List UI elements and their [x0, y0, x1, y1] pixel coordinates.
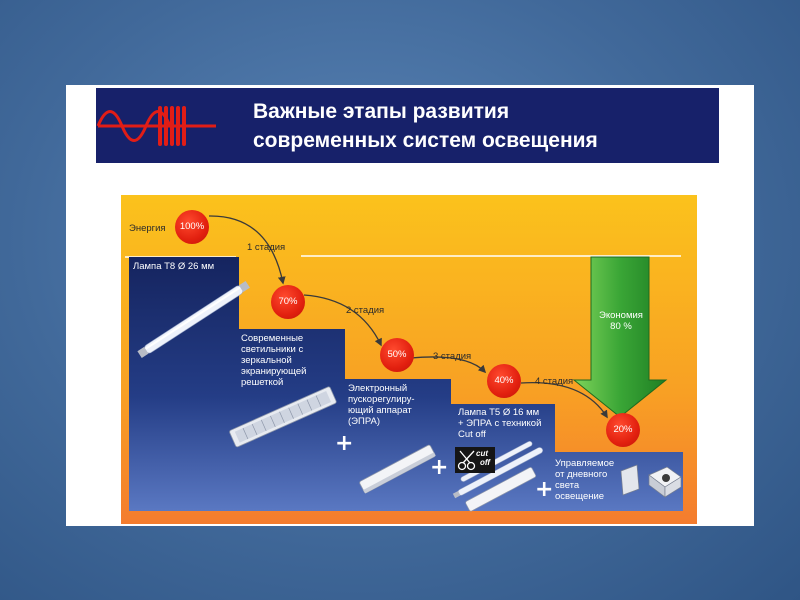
- savings-label-line-2: 80 %: [610, 321, 632, 332]
- plus-sign-3: +: [535, 477, 554, 502]
- stage-circle-20: 20%: [606, 413, 640, 447]
- lighting-stages-diagram: Энергия 100% 1 стадия 70% 2 стадия 50% 3…: [121, 195, 697, 524]
- savings-arrow: [572, 256, 668, 418]
- mirror-luminaire-image: [229, 386, 337, 448]
- stage-3-label: 3 стадия: [433, 351, 472, 362]
- daylight-line-4: освещение: [555, 491, 605, 502]
- fluorescent-tube-t8: [137, 280, 250, 358]
- luminaire-line-5: решеткой: [241, 377, 284, 388]
- stage-circle-100: 100%: [175, 210, 209, 244]
- stage-1-label: 1 стадия: [247, 242, 286, 253]
- title-line-2: современных систем освещения: [253, 129, 598, 152]
- lamp-t5-line-2: + ЭПРА с техникой: [458, 418, 542, 429]
- ballast-label: Электронный пускорегулиру- ющий аппарат …: [348, 383, 415, 427]
- lamp-t5-label: Лампа Т5 Ø 16 мм + ЭПРА с техникой Cut o…: [458, 407, 541, 440]
- ballast-line-1: Электронный: [348, 383, 408, 394]
- luminaire-line-3: зеркальной: [241, 355, 292, 366]
- flow-arrow-2: [303, 294, 382, 347]
- cutoff-badge-line-2: off: [480, 458, 491, 467]
- savings-label: Экономия 80 %: [595, 310, 647, 332]
- light-sensor-image: [620, 464, 682, 498]
- stage-circle-70: 70%: [271, 285, 305, 319]
- ballast-line-2: пускорегулиру-: [348, 394, 415, 405]
- luminaire-line-4: экранирующей: [241, 366, 307, 377]
- ballast-line-4: (ЭПРА): [348, 416, 381, 427]
- luminaire-line-1: Современные: [241, 333, 304, 344]
- stage-circle-40: 40%: [487, 364, 521, 398]
- daylight-line-2: от дневного: [555, 469, 608, 480]
- plus-sign-1: +: [335, 431, 354, 456]
- lamp-t5-line-3: Cut off: [458, 429, 486, 440]
- stairs-shape: [129, 257, 683, 511]
- savings-label-line-1: Экономия: [599, 310, 643, 321]
- cutoff-badge: cut off: [476, 449, 490, 467]
- stage-2-label: 2 стадия: [346, 305, 385, 316]
- scissors-icon: [455, 447, 495, 473]
- page-title: Важные этапы развития современных систем…: [253, 97, 723, 155]
- stage-circle-50: 50%: [380, 338, 414, 372]
- luminaire-label: Современные светильники с зеркальной экр…: [241, 333, 306, 388]
- daylight-line-3: света: [555, 480, 580, 491]
- lamp-t8-label: Лампа Т8 Ø 26 мм: [133, 261, 215, 272]
- luminaire-line-2: светильники с: [241, 344, 304, 355]
- flow-arrow-1: [208, 215, 286, 285]
- ballast-line-3: ющий аппарат: [348, 405, 412, 416]
- flow-arrow-4: [520, 381, 608, 419]
- daylight-line-1: Управляемое: [555, 458, 615, 469]
- energy-label: Энергия: [129, 223, 166, 234]
- sine-wave-logo: [96, 106, 216, 146]
- electronic-ballast-image: [359, 444, 436, 494]
- title-line-1: Важные этапы развития: [253, 100, 510, 123]
- daylight-label: Управляемое от дневного света освещение: [555, 458, 614, 502]
- flow-arrow-3: [410, 356, 487, 374]
- plus-sign-2: +: [430, 455, 449, 480]
- cutoff-badge-line-1: cut: [476, 449, 488, 458]
- lamp-t5-line-1: Лампа Т5 Ø 16 мм: [458, 407, 540, 418]
- stage-4-label: 4 стадия: [535, 376, 574, 387]
